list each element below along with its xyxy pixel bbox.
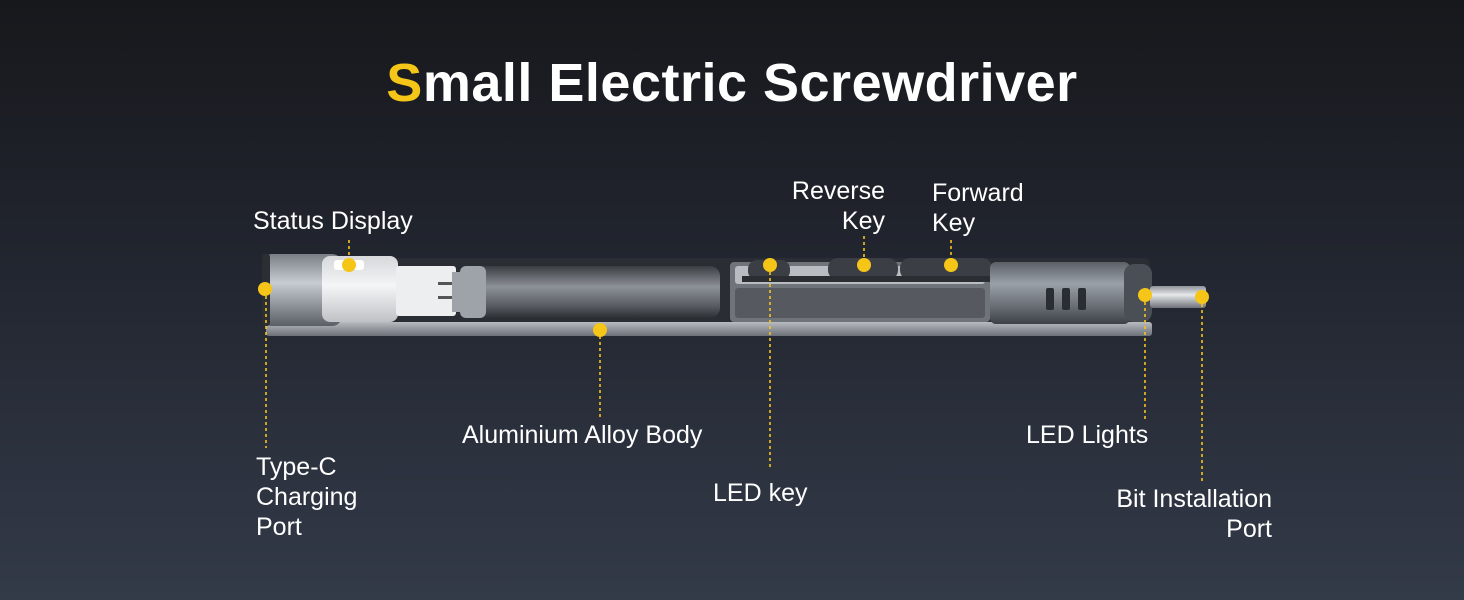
dot-forward-key <box>944 258 958 272</box>
button-bracket <box>742 276 994 282</box>
label-led-lights: LED Lights <box>1026 421 1149 449</box>
battery-cell <box>460 266 720 318</box>
dot-led-key <box>763 258 777 272</box>
dot-type-c-port <box>258 282 272 296</box>
dot-reverse-key <box>857 258 871 272</box>
label-aluminium-body: Aluminium Alloy Body <box>462 421 703 449</box>
label-bit-port-line-1: Bit Installation <box>1116 485 1272 513</box>
label-reverse-key-line-1: Reverse <box>791 177 885 205</box>
label-type-c-line-1: Type-C <box>256 453 337 481</box>
motor-housing <box>990 262 1130 324</box>
title-accent-letter: S <box>386 53 423 113</box>
dot-aluminium-body <box>593 323 607 337</box>
label-type-c-line-3: Port <box>256 513 302 541</box>
vent-slot-2 <box>1062 288 1070 310</box>
label-type-c-line-2: Charging <box>256 483 358 511</box>
label-bit-installation-port: Bit Installation Port <box>1060 484 1272 544</box>
page-title: Small Electric Screwdriver <box>0 52 1464 114</box>
label-status-display: Status Display <box>253 207 413 235</box>
dot-bit-port <box>1195 290 1209 304</box>
connector-pin-1 <box>438 282 452 285</box>
vent-slot-1 <box>1046 288 1054 310</box>
bit-holder <box>1150 286 1206 308</box>
dot-led-lights <box>1138 288 1152 302</box>
label-reverse-key-line-2: Key <box>841 207 885 235</box>
label-led-key: LED key <box>713 479 808 507</box>
front-collar <box>1124 264 1152 322</box>
label-forward-key-line-2: Key <box>932 209 976 237</box>
label-forward-key-line-1: Forward <box>932 179 1024 207</box>
connector-plate <box>452 272 462 312</box>
connector-pin-2 <box>438 296 452 299</box>
label-bit-port-line-2: Port <box>1226 515 1272 543</box>
battery-cap <box>460 266 486 318</box>
label-type-c-port: Type-C Charging Port <box>256 452 357 542</box>
label-forward-key: Forward Key <box>932 178 1024 238</box>
switch-board-lower <box>735 288 985 318</box>
connector <box>396 266 456 316</box>
vent-slot-3 <box>1078 288 1086 310</box>
status-display-module <box>322 256 398 322</box>
title-text: mall Electric Screwdriver <box>422 53 1078 113</box>
label-reverse-key: Reverse Key <box>760 176 885 236</box>
aluminium-body-shelf <box>266 322 1152 336</box>
dot-status-display <box>342 258 356 272</box>
